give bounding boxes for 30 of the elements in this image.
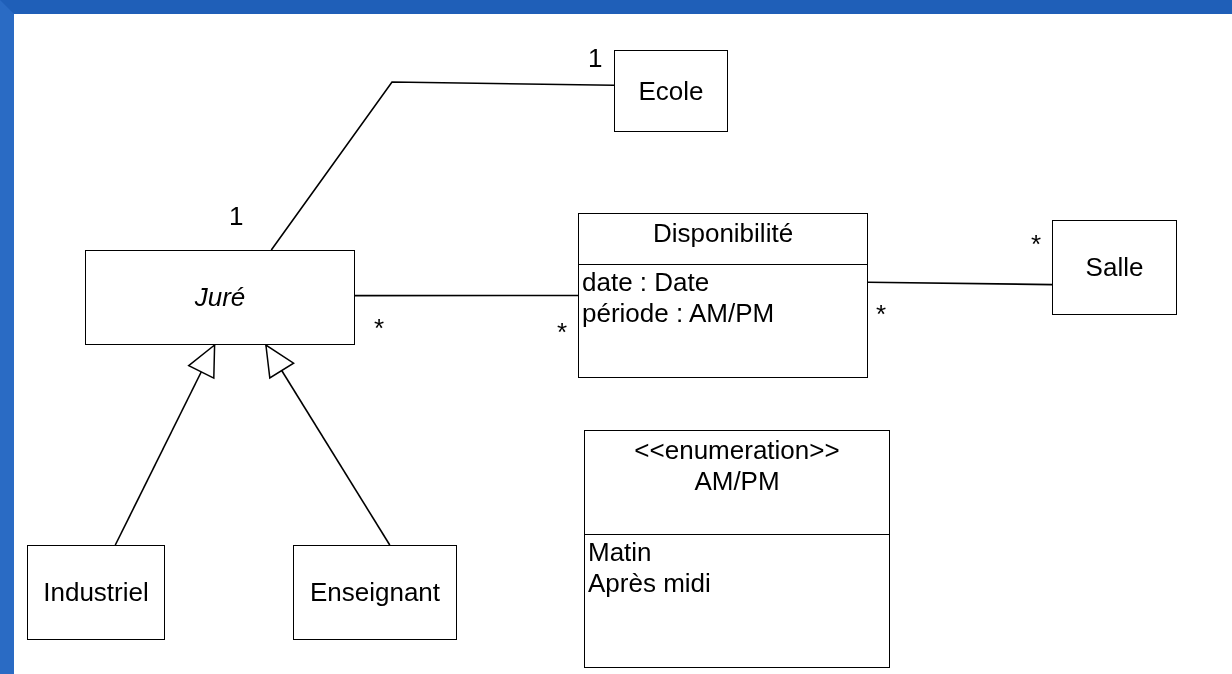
- class-name: Salle: [1085, 252, 1144, 283]
- multiplicity-label: *: [1031, 230, 1042, 258]
- class-attribute: Matin: [588, 537, 652, 568]
- class-box: [614, 50, 728, 132]
- association-line: [867, 281, 1053, 286]
- class-name: Disponibilité: [652, 218, 794, 249]
- class-name: Enseignant: [309, 577, 441, 608]
- class-box: [584, 430, 890, 668]
- multiplicity-label: 1: [229, 202, 244, 230]
- multiplicity-label: *: [557, 318, 568, 346]
- multiplicity-label: *: [876, 300, 887, 328]
- class-name: <<enumeration>>: [634, 435, 840, 466]
- association-line: [354, 294, 579, 297]
- generalization-arrow: [265, 344, 391, 546]
- class-box: [293, 545, 457, 640]
- multiplicity-label: *: [374, 314, 385, 342]
- class-box: [85, 250, 355, 345]
- class-attribute: date : Date: [582, 267, 710, 298]
- class-name: Industriel: [43, 577, 149, 608]
- class-name: AM/PM: [694, 466, 780, 497]
- class-box: [1052, 220, 1177, 315]
- class-box: [27, 545, 165, 640]
- class-name: Ecole: [638, 75, 704, 107]
- class-name: Juré: [194, 282, 246, 313]
- multiplicity-label: 1: [588, 44, 603, 72]
- association-line: [270, 81, 615, 251]
- class-box: [578, 213, 868, 378]
- class-attribute: Après midi: [588, 568, 711, 599]
- generalization-arrow: [114, 344, 216, 546]
- class-attribute: période : AM/PM: [582, 298, 775, 329]
